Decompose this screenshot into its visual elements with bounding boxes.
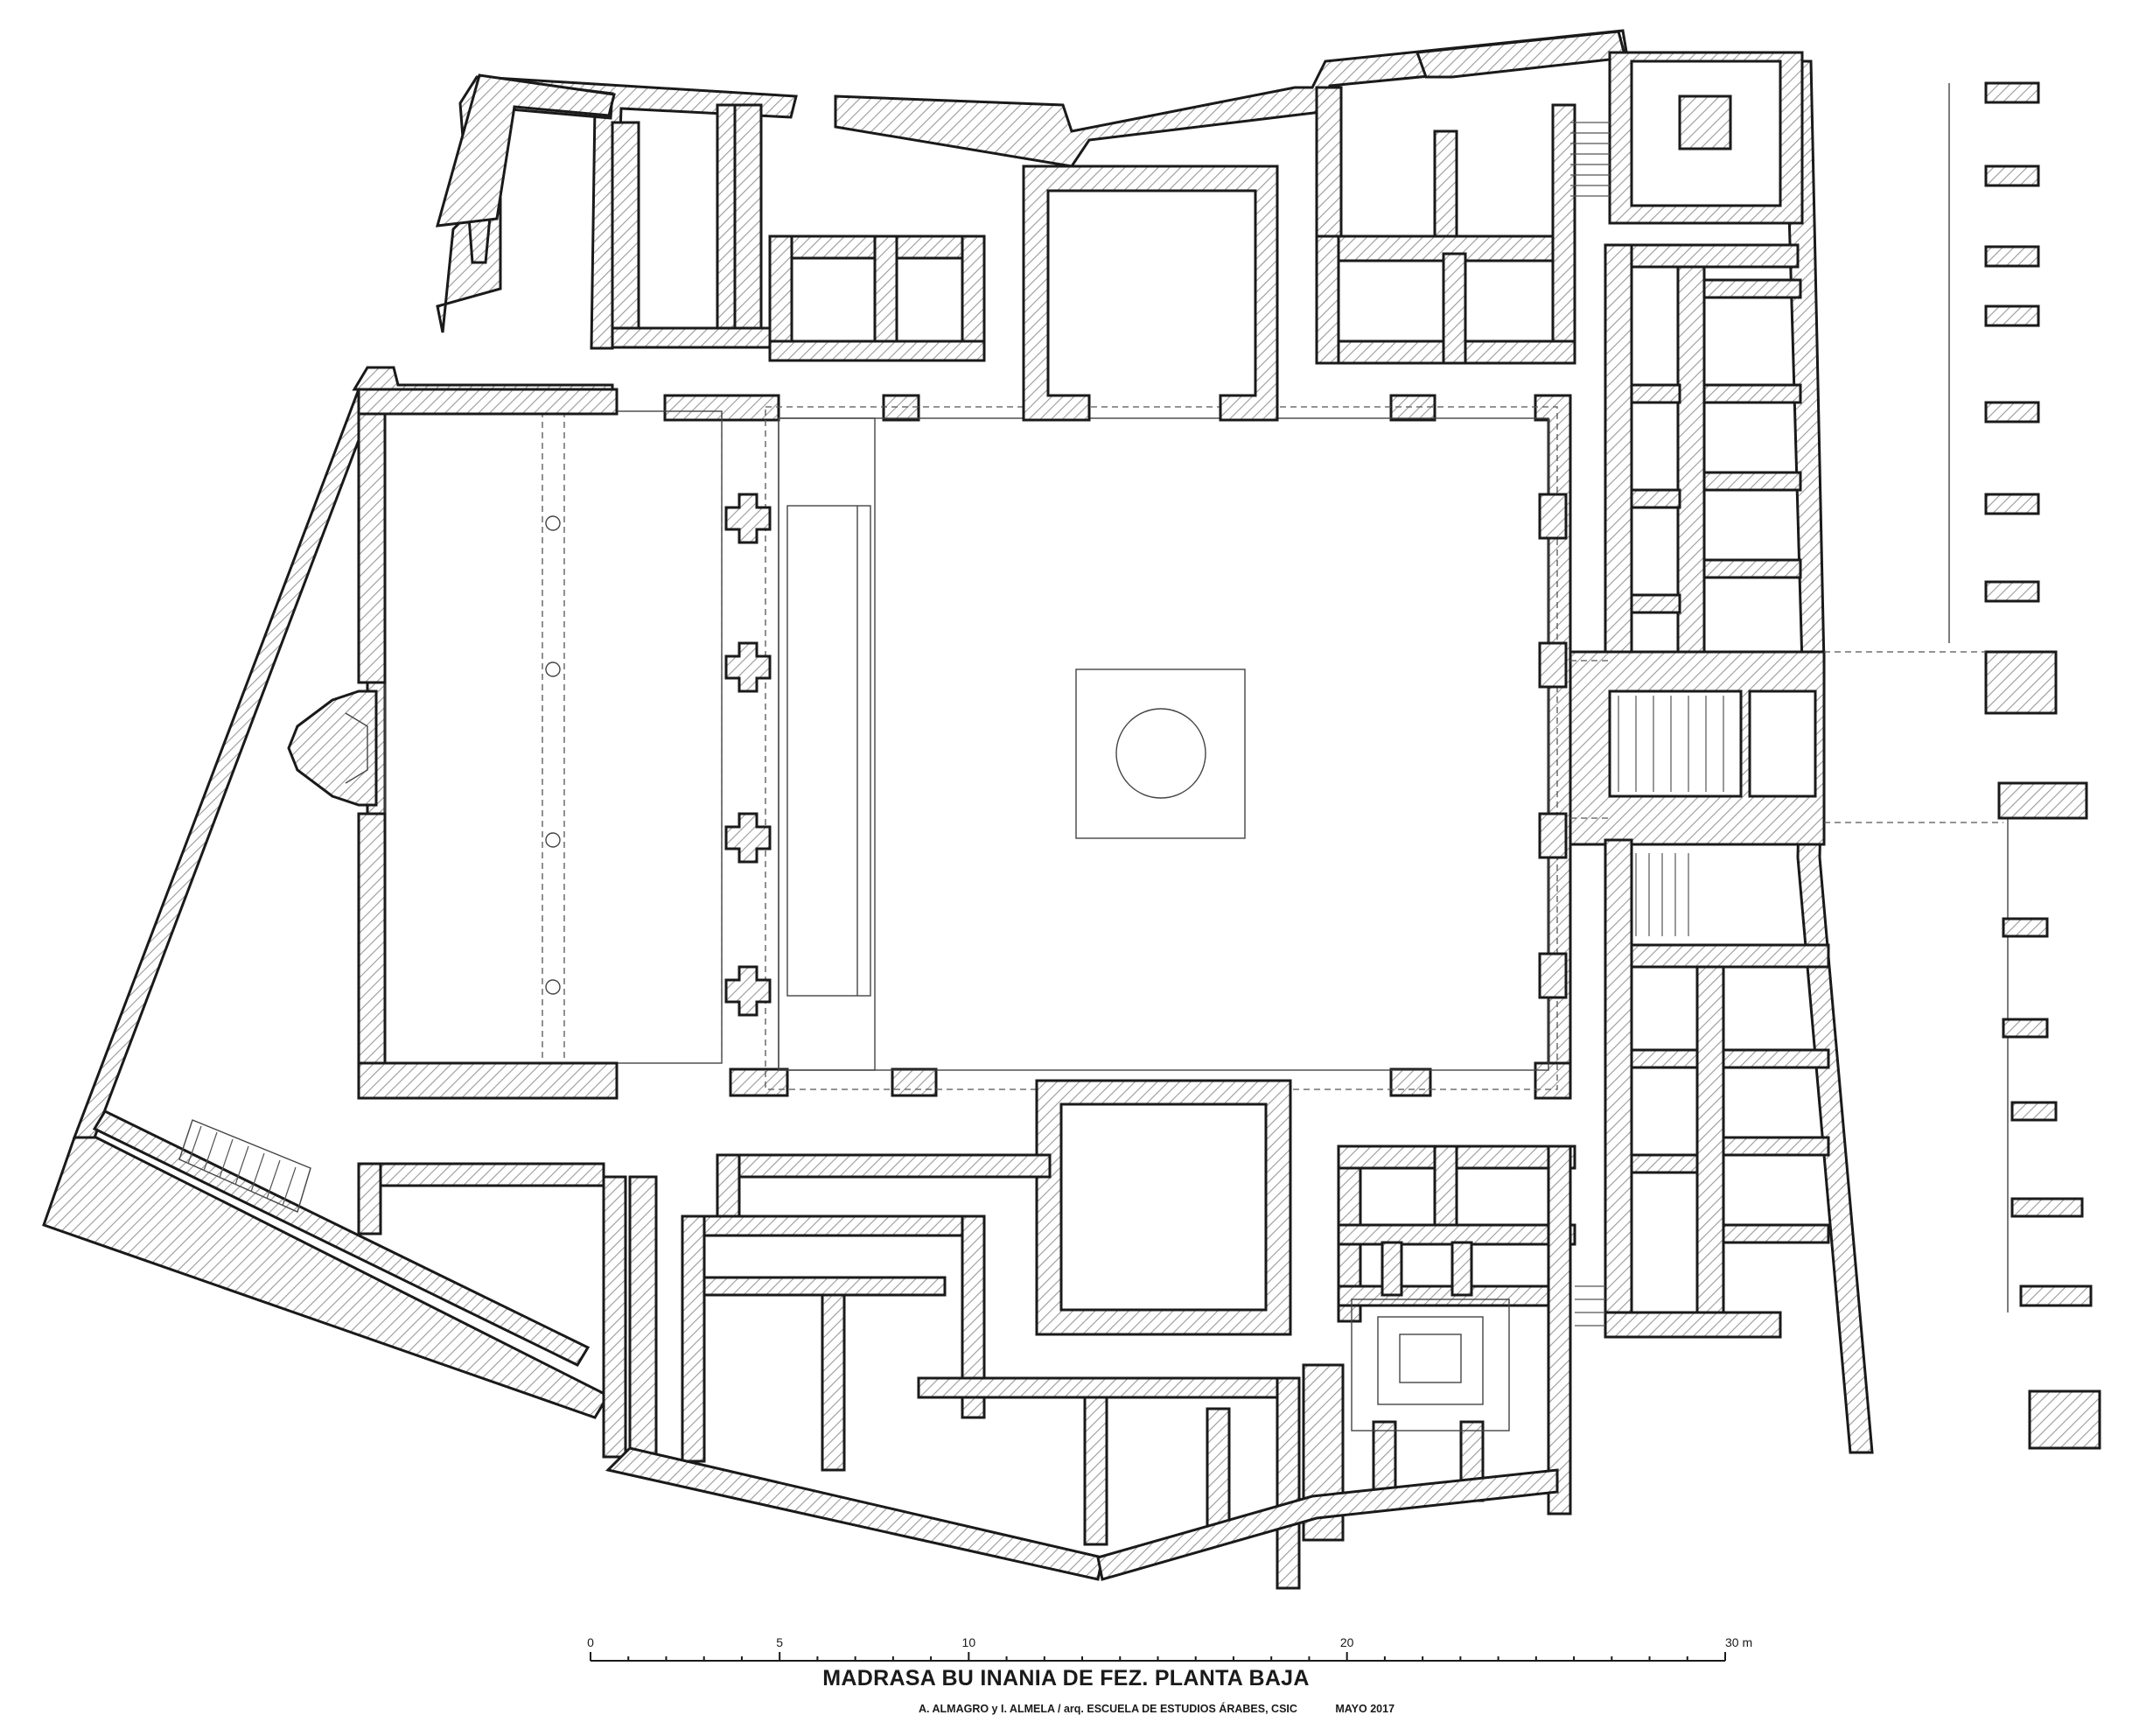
wall-hall-west: [357, 410, 387, 684]
north-rooms: [611, 51, 1804, 422]
wall-ne-c: [1433, 130, 1458, 238]
wall-north-room-b: [611, 326, 772, 349]
wall-hall-north: [357, 388, 619, 416]
scale-bar: 0 5 10 20 30 m: [587, 1635, 1752, 1662]
prayer-hall-outline: [384, 410, 723, 1064]
stair-sw: [178, 1119, 311, 1213]
wall-hall-west-2: [357, 812, 387, 1100]
wall-south-outer-e: [1096, 1468, 1559, 1581]
pier-e2: [1538, 641, 1568, 689]
ablution-channel: [778, 417, 876, 1071]
adjacent-east: [1570, 81, 2101, 1450]
pier-e1: [1538, 493, 1568, 540]
pier-3: [724, 812, 772, 864]
scale-label: 0: [587, 1635, 594, 1649]
wall-south-west-room: [92, 1110, 591, 1367]
stair-southeast: [1635, 853, 1689, 936]
pier-e4: [1538, 952, 1568, 999]
basin-square: [1075, 668, 1246, 839]
scale-label: 30 m: [1725, 1635, 1752, 1649]
ne-stair-core: [1678, 94, 1732, 150]
wall-courtyard-south-2: [891, 1068, 938, 1097]
wall-north-room-a: [611, 121, 640, 347]
east-cells: [1569, 243, 1830, 1339]
south-square-room: [1035, 1079, 1292, 1336]
column-4: [545, 979, 561, 995]
south-rooms: [357, 1079, 1576, 1590]
pier-e3: [1538, 812, 1568, 859]
wall-courtyard-north-2: [882, 394, 920, 422]
wall-ne-d: [1551, 103, 1576, 343]
wall-north-room-d: [733, 103, 763, 330]
north-square-room: [1022, 164, 1279, 422]
pier-1: [724, 493, 772, 544]
wall-ne-b: [1315, 234, 1559, 262]
wall-west-lower-diag: [42, 1136, 611, 1419]
wall-hall-south: [357, 1061, 619, 1100]
credits-authors: A. ALMAGRO y I. ALMELA / arq. ESCUELA DE…: [919, 1703, 1297, 1715]
column-1: [545, 515, 561, 531]
se-patio: [1351, 1298, 1510, 1432]
mihrab: [287, 690, 378, 807]
wall-courtyard-south-3: [1389, 1068, 1432, 1097]
column-3: [545, 832, 561, 848]
ablution-inner: [786, 505, 871, 997]
drawing-title: MADRASA BU INANIA DE FEZ. PLANTA BAJA: [822, 1666, 1310, 1690]
scale-label: 20: [1340, 1635, 1354, 1649]
wall-ne-f: [1315, 234, 1340, 365]
credits: A. ALMAGRO y I. ALMELA / arq. ESCUELA DE…: [919, 1703, 1395, 1715]
wall-courtyard-south-1: [729, 1068, 789, 1097]
courtyard-outer-dash: [765, 406, 1558, 1090]
wall-south-outer: [605, 1446, 1104, 1581]
wall-north-east: [1415, 30, 1627, 79]
stairs: [178, 122, 1724, 1326]
credits-date: MAYO 2017: [1335, 1703, 1395, 1715]
wall-east-cells-m: [1676, 243, 1706, 658]
wall-nw-corner: [435, 74, 616, 228]
wall-courtyard-north-3: [1389, 394, 1436, 422]
wall-west-upper: [352, 366, 614, 1100]
scale-label: 5: [776, 1635, 783, 1649]
scale-label: 10: [962, 1635, 976, 1649]
prayer-hall: [287, 388, 723, 1100]
courtyard-block: [663, 394, 1572, 1100]
column-2: [545, 662, 561, 677]
wall-ne-a: [1315, 86, 1343, 247]
courtyard-outline: [778, 417, 1549, 1071]
wall-courtyard-south-4: [1534, 1061, 1572, 1100]
basin-fountain: [1115, 708, 1206, 799]
stair-se2: [1575, 1285, 1605, 1326]
pier-4: [724, 965, 772, 1017]
stair-ne: [1570, 122, 1610, 197]
wall-ne-g: [1442, 252, 1467, 365]
stair-east: [1618, 696, 1724, 792]
pier-2: [724, 641, 772, 693]
wall-north-room-i: [768, 340, 986, 362]
wall-east-cells-w: [1604, 243, 1633, 658]
